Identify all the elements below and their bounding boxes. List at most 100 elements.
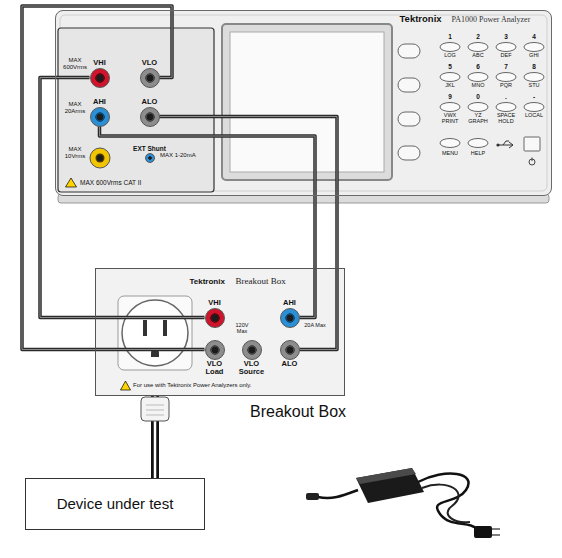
power-adapter: [356, 468, 416, 484]
test-lead: [100, 127, 316, 318]
max-rating: MAX 10Vrms: [60, 146, 90, 160]
safety-rating: MAX 600Vrms CAT II: [80, 179, 210, 186]
terminal-jack: VLO: [140, 68, 160, 88]
soft-key: [398, 112, 420, 126]
mains-plug: [141, 397, 169, 421]
lead-highlight: [40, 78, 205, 318]
key-legend: GHI: [520, 52, 548, 58]
model-name: PA1000 Power Analyzer: [452, 15, 531, 24]
terminal-jack: VLO Load: [205, 340, 225, 360]
terminal-label: VLO: [142, 59, 157, 68]
outlet-plate: [118, 296, 192, 370]
warning-triangle: [66, 178, 77, 187]
key-legend: MNO: [464, 82, 492, 88]
terminal-label: VLO Load: [199, 360, 231, 377]
dc-plug: [306, 493, 319, 500]
keypad-key: [524, 73, 544, 82]
adapter-cable: [422, 485, 470, 523]
terminal-label: ALO: [142, 98, 158, 107]
key-number: 0: [464, 93, 492, 100]
keypad-key: [468, 73, 488, 82]
device-box: Device under test: [25, 478, 205, 530]
brand-name: Tektronix: [190, 277, 225, 286]
terminal-jack: VHI: [205, 308, 225, 328]
lead-highlight: [160, 117, 338, 350]
test-lead: [22, 6, 205, 350]
outlet-slot: [163, 320, 167, 336]
soft-key: [398, 44, 420, 58]
outlet: [122, 300, 188, 366]
power-adapter: [356, 468, 424, 503]
terminal-jack: VLO Source: [242, 340, 262, 360]
terminal-jack: ALO: [280, 340, 300, 360]
test-lead: [40, 78, 205, 318]
soft-key: [398, 146, 420, 160]
analyzer-body: [55, 10, 552, 196]
jack-ring: [96, 154, 105, 163]
display-screen: [230, 32, 384, 172]
keypad-key: [440, 43, 460, 52]
key-number: 9: [436, 93, 464, 100]
keypad-key: [524, 43, 544, 52]
key-legend: PQR: [492, 82, 520, 88]
key-number: 4: [520, 33, 548, 40]
key-number: .: [492, 93, 520, 100]
terminal-label: AHI: [93, 98, 106, 107]
breakout-box: Tektronix Breakout BoxVHI AHI VLO Load VLO S…: [95, 268, 345, 396]
caption: Breakout Box: [250, 403, 400, 421]
keypad-key: [440, 139, 460, 148]
keypad-key: [440, 103, 460, 112]
terminal-label: VHI: [208, 299, 221, 308]
terminal-jack: AHI: [280, 308, 300, 328]
usb-symbol: [496, 143, 499, 146]
power-button: [524, 137, 540, 151]
breakout-body: [95, 268, 345, 396]
lead-wire: [100, 127, 316, 318]
terminal-jack: VHI: [90, 68, 110, 88]
terminal-jack: ALO: [140, 107, 160, 127]
keypad-key: [468, 43, 488, 52]
lead-wire: [40, 78, 205, 318]
keypad-key: [496, 103, 516, 112]
terminal-label: ALO: [274, 360, 306, 369]
key-legend: LOG: [436, 52, 464, 58]
adapter-cable: [318, 490, 358, 498]
terminal-label: EXT Shunt: [133, 145, 166, 152]
keypad-key: [524, 103, 544, 112]
key-legend: HELP: [464, 150, 492, 156]
plug-grip: [146, 405, 164, 415]
keypad-key: [496, 43, 516, 52]
brand-name: Tektronix: [400, 14, 442, 25]
device-label: Device under test: [53, 495, 178, 512]
ac-prongs: [492, 529, 500, 535]
soft-key: [398, 78, 420, 92]
warning-note: For use with Tektronix Power Analyzers o…: [133, 382, 338, 389]
shunt-jack: EXT Shunt: [145, 153, 155, 163]
keypad-key: [440, 73, 460, 82]
max-rating: 20A Max: [304, 322, 326, 328]
key-legend: DEF: [492, 52, 520, 58]
key-legend: VWX PRINT: [436, 112, 464, 125]
warning-triangle: [121, 381, 131, 390]
box-title: Breakout Box: [236, 276, 286, 286]
terminal-jack: AHI: [90, 107, 110, 127]
key-number: 6: [464, 63, 492, 70]
key-number: 1: [436, 33, 464, 40]
test-lead: [160, 117, 338, 350]
max-rating: MAX 20Arms: [60, 101, 90, 115]
key-legend: STU: [520, 82, 548, 88]
max-rating: 120V Max: [231, 322, 253, 335]
max-rating: MAX 1-20mA: [160, 152, 206, 159]
display-bezel: [222, 24, 392, 180]
outlet-slot: [143, 320, 147, 336]
key-legend: LOCAL: [520, 112, 548, 118]
key-number: -: [520, 93, 548, 100]
power-symbol: [532, 158, 533, 162]
key-number: 8: [520, 63, 548, 70]
key-legend: SPACE HOLD: [492, 112, 520, 125]
key-number: 7: [492, 63, 520, 70]
lead-highlight: [100, 127, 316, 318]
terminal-label: VHI: [93, 59, 106, 68]
max-rating: MAX 600Vrms: [60, 57, 90, 71]
